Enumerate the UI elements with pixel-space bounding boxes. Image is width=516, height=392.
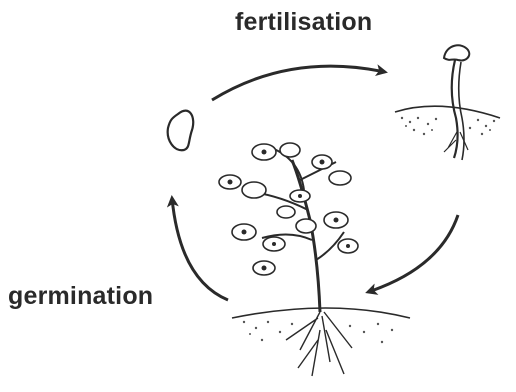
arrow-right [368, 215, 458, 292]
arrow-left [172, 198, 228, 300]
seed-icon [168, 111, 194, 151]
flowering-plant-icon [219, 143, 410, 376]
germination-label: germination [8, 282, 153, 311]
fertilisation-label: fertilisation [235, 8, 372, 37]
seedling-icon [395, 45, 500, 160]
arrow-top [212, 66, 385, 100]
